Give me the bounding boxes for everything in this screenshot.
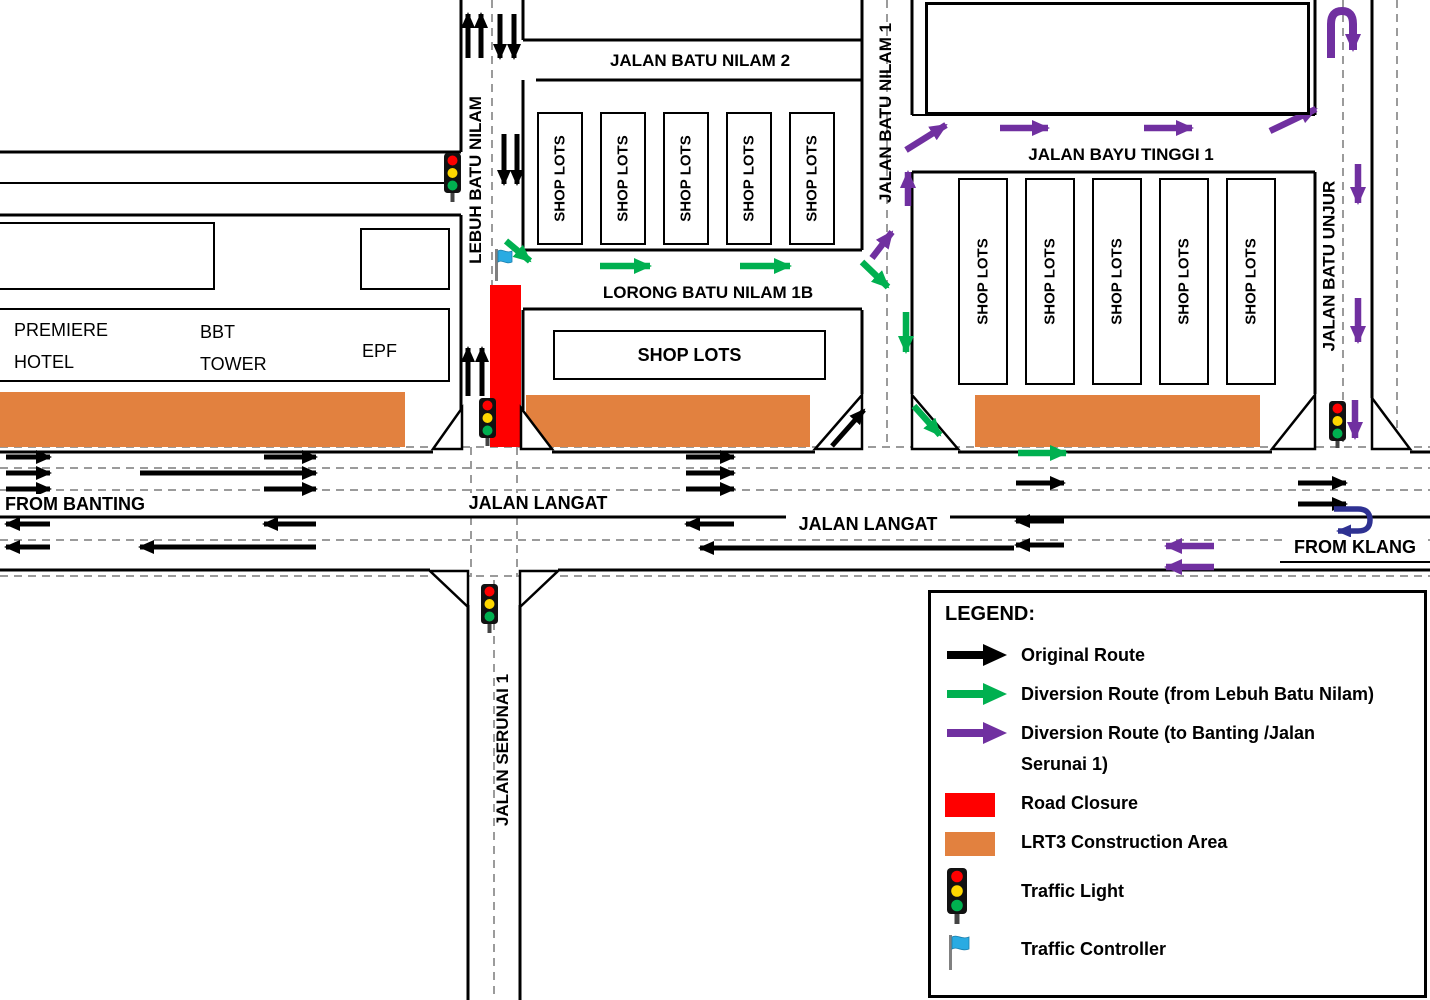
shop-lots-box: SHOP LOTS [1092, 178, 1142, 385]
traffic-light-icon [945, 868, 1009, 924]
legend-item-traffic-controller: Traffic Controller [945, 932, 1410, 972]
shop-lots-label: SHOP LOTS [1175, 238, 1193, 325]
shop-lots-box: SHOP LOTS [1226, 178, 1276, 385]
legend-panel: LEGEND: Original Route Diversion Route (… [928, 590, 1427, 998]
traffic-controller-icon [495, 249, 513, 281]
road-label-from-klang: FROM KLANG [1282, 537, 1428, 558]
legend-label: Road Closure [1021, 793, 1139, 813]
shop-lots-box: SHOP LOTS [537, 112, 583, 245]
legend-label: Diversion Route (to Banting /Jalan Serun… [1021, 723, 1316, 774]
legend-label: Diversion Route (from Lebuh Batu Nilam) [1021, 684, 1375, 704]
legend-item-traffic-light: Traffic Light [945, 866, 1410, 924]
road-label-text: JALAN BATU NILAM 1 [876, 22, 896, 204]
road-label-text: JALAN BATU UNJUR [1319, 180, 1339, 351]
uturn-arrow-purple [1327, 6, 1361, 58]
road-closure-swatch-icon [945, 790, 1009, 817]
diversion-purple-arrow-icon [945, 720, 1009, 746]
shop-lots-box: SHOP LOTS [553, 330, 826, 380]
shop-lots-box: SHOP LOTS [600, 112, 646, 245]
traffic-controller-flag-icon [945, 934, 1009, 972]
road-label-jalan-langat-west: JALAN LANGAT [456, 493, 620, 514]
legend-label: Traffic Controller [1021, 939, 1167, 959]
construction-areas [0, 392, 1260, 447]
legend-title: LEGEND: [945, 603, 1035, 625]
road-label-jalan-batu-nilam-2: JALAN BATU NILAM 2 [609, 51, 791, 70]
building-left-small [360, 228, 450, 290]
shop-lots-box: SHOP LOTS [1159, 178, 1209, 385]
shop-lots-box: SHOP LOTS [1025, 178, 1075, 385]
shop-lots-label: SHOP LOTS [637, 344, 742, 365]
shop-lots-label: SHOP LOTS [677, 135, 695, 222]
legend-item-diversion-green: Diversion Route (from Lebuh Batu Nilam) [945, 679, 1410, 710]
shop-lots-label: SHOP LOTS [551, 135, 569, 222]
traffic-light-icon [444, 153, 461, 202]
diversion-route-purple-arrows [869, 6, 1366, 575]
road-label-jalan-bayu-tinggi-1: JALAN BAYU TINGGI 1 [1028, 145, 1214, 164]
road-label-from-banting: FROM BANTING [2, 494, 186, 515]
shop-lots-box: SHOP LOTS [789, 112, 835, 245]
road-label-lorong-batu-nilam-1b: LORONG BATU NILAM 1B [602, 283, 814, 302]
traffic-light-icon [481, 584, 498, 633]
shop-lots-label: SHOP LOTS [740, 135, 758, 222]
shop-lots-box: SHOP LOTS [958, 178, 1008, 385]
legend-label: LRT3 Construction Area [1021, 832, 1228, 852]
shop-lots-label: SHOP LOTS [974, 238, 992, 325]
building-left-upper [0, 222, 215, 290]
road-label-jalan-langat-east: JALAN LANGAT [786, 514, 950, 535]
shop-lots-label: SHOP LOTS [803, 135, 821, 222]
traffic-light-icon [479, 398, 496, 446]
building-label-epf: EPF [362, 341, 398, 361]
diversion-green-arrow-icon [945, 681, 1009, 707]
building-top-right [925, 2, 1310, 115]
legend-item-original-route: Original Route [945, 640, 1410, 671]
building-label-bbt-tower: BBT TOWER [200, 322, 267, 374]
shop-lots-label: SHOP LOTS [614, 135, 632, 222]
shop-lots-label: SHOP LOTS [1108, 238, 1126, 325]
construction-area-swatch-icon [945, 829, 1009, 856]
legend-label: Traffic Light [1021, 881, 1124, 901]
building-block-hotel-row [0, 308, 450, 382]
shop-lots-box: SHOP LOTS [726, 112, 772, 245]
building-label-premiere-hotel: PREMIERE HOTEL [14, 320, 109, 372]
road-label-jalan-batu-nilam-1: JALAN BATU NILAM 1 [864, 4, 908, 222]
road-label-text: JALAN SERUNAI 1 [493, 673, 512, 826]
diversion-route-green-arrows [503, 238, 1068, 461]
road-label-jalan-batu-unjur: JALAN BATU UNJUR [1308, 158, 1350, 373]
original-route-arrows [4, 12, 1348, 555]
shop-lots-label: SHOP LOTS [1242, 238, 1260, 325]
legend-label: Original Route [1021, 645, 1146, 665]
legend-item-road-closure: Road Closure [945, 788, 1410, 819]
shop-lots-box: SHOP LOTS [663, 112, 709, 245]
traffic-light-icon [1329, 401, 1346, 448]
road-label-jalan-serunai-1: JALAN SERUNAI 1 [486, 652, 520, 847]
legend-item-diversion-purple: Diversion Route (to Banting /Jalan Serun… [945, 718, 1410, 780]
uturn-arrow-navy [1334, 506, 1373, 538]
original-route-arrow-icon [945, 642, 1009, 668]
legend-item-lrt3-construction: LRT3 Construction Area [945, 827, 1410, 858]
shop-lots-label: SHOP LOTS [1041, 238, 1059, 325]
road-label-lebuh-batu-nilam: LEBUH BATU NILAM [456, 62, 496, 297]
road-label-text: LEBUH BATU NILAM [466, 95, 485, 264]
